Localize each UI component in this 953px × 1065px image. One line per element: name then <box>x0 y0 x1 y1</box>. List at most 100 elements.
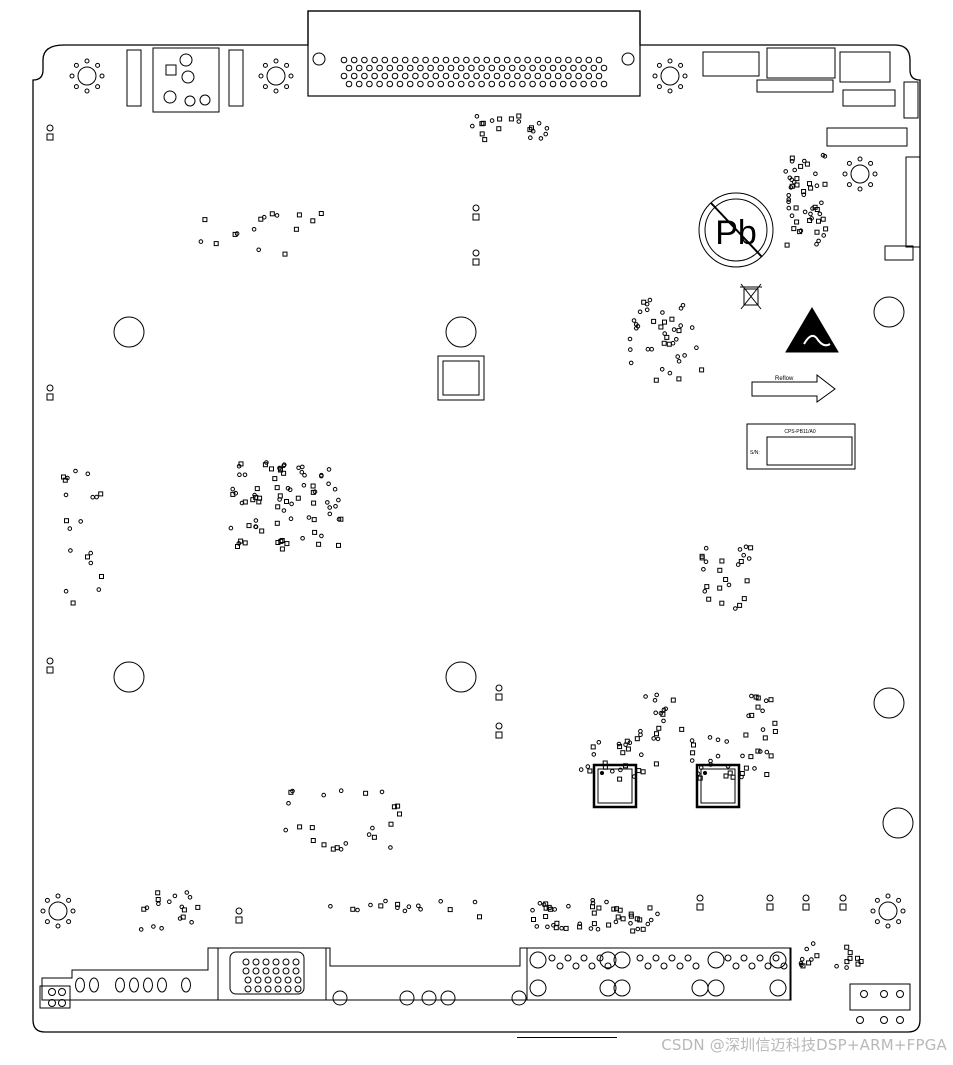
smd-via <box>715 737 721 743</box>
rj45-shield-pin <box>769 979 787 997</box>
smd-via <box>844 965 849 970</box>
smd-via <box>628 921 633 926</box>
smd-via <box>530 907 535 913</box>
smd-pad <box>748 754 754 760</box>
smd-via <box>85 471 91 477</box>
smd-via <box>474 114 480 119</box>
connector-mount-hole <box>312 52 326 66</box>
reflow-arrow-icon: Reflow <box>751 373 836 403</box>
smd-via <box>536 120 542 126</box>
connector-pin <box>463 56 470 64</box>
screw-hole-via <box>846 160 852 166</box>
smd-via <box>296 465 301 471</box>
rj45-pin <box>668 954 676 962</box>
smd-via <box>234 231 240 236</box>
rj45-pin <box>732 962 740 970</box>
smd-via <box>534 924 540 929</box>
smd-via <box>680 303 686 308</box>
smd-pad <box>822 181 828 187</box>
smd-via <box>648 917 654 923</box>
connector-pin <box>457 80 465 88</box>
smd-pad <box>180 914 186 920</box>
smd-via <box>647 297 653 303</box>
connector-pin <box>565 72 572 80</box>
smd-via <box>585 764 591 769</box>
esd-warning-icon <box>785 307 839 353</box>
rj45-pin <box>780 962 788 970</box>
smd-via <box>799 962 804 968</box>
smd-via <box>735 562 741 567</box>
smd-via <box>808 211 813 217</box>
screw-hole <box>660 66 680 86</box>
smd-via <box>237 472 242 478</box>
smd-via <box>786 205 792 211</box>
bottom-connector-outline <box>41 947 791 1001</box>
screw-hole <box>878 901 898 921</box>
connector-pin <box>519 64 526 72</box>
smd-pad <box>336 542 341 548</box>
screw-hole-via <box>900 908 906 914</box>
smd-pad <box>676 328 682 334</box>
smd-pad <box>753 694 759 700</box>
smd-via <box>689 325 695 330</box>
connector-pin <box>48 999 56 1007</box>
connector-pin <box>350 56 358 64</box>
smd-pad <box>690 750 696 756</box>
smd-via <box>288 516 294 522</box>
connector-pin <box>590 80 598 88</box>
screw-hole-via <box>896 897 902 903</box>
screw-hole-via <box>84 58 90 64</box>
rj45-pin <box>660 962 668 970</box>
db-connector <box>217 947 327 1001</box>
test-point <box>696 903 704 911</box>
connector-pin <box>427 64 434 72</box>
smd-via <box>236 541 242 546</box>
connector-pin <box>361 56 368 64</box>
connector-pin <box>534 56 542 64</box>
smd-via <box>645 921 651 927</box>
audio-connector <box>849 983 911 1011</box>
smd-via <box>783 169 789 174</box>
smd-pad <box>804 161 810 167</box>
rj45-pin <box>580 954 588 962</box>
smd-pad <box>246 523 252 529</box>
smd-via <box>760 708 765 714</box>
smd-pad <box>606 922 612 928</box>
smd-pad <box>844 944 850 950</box>
smd-via <box>809 957 814 962</box>
db-pin <box>242 958 250 966</box>
connector-pin <box>539 80 547 88</box>
rj45-shield-pin <box>707 979 725 997</box>
db-pin <box>242 967 250 975</box>
smd-pad <box>658 324 664 330</box>
screw-hole-via <box>857 156 863 162</box>
smd-via <box>618 767 623 773</box>
smd-via <box>326 467 332 472</box>
smd-via <box>418 907 423 912</box>
smd-via <box>703 545 709 551</box>
db-pin <box>244 976 252 984</box>
smd-pad <box>272 476 278 482</box>
smd-via <box>678 306 684 311</box>
screw-hole-via <box>667 88 673 94</box>
smd-via <box>591 752 597 757</box>
smd-via <box>233 490 238 496</box>
smd-pad <box>254 486 260 492</box>
connector-pin <box>493 72 501 80</box>
rj45-shield-pin <box>599 979 617 997</box>
smd-via <box>251 227 257 232</box>
connector-pin <box>350 72 358 80</box>
smd-pad <box>310 489 316 495</box>
screw-hole-via <box>262 62 268 68</box>
connector-pin <box>473 56 480 64</box>
smd-pad <box>447 907 453 913</box>
rj45-pin <box>692 962 700 970</box>
smd-via <box>819 200 824 206</box>
rj45-shield-pin <box>613 951 631 969</box>
smd-pad <box>590 744 596 750</box>
screw-hole <box>48 901 68 921</box>
smd-pad <box>823 226 829 232</box>
smd-via <box>300 536 305 541</box>
smd-pad <box>634 736 640 742</box>
db-pin <box>282 967 290 975</box>
